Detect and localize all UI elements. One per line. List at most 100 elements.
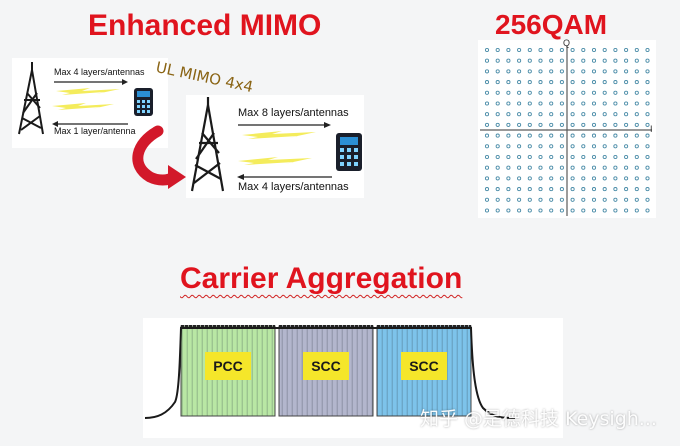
cell-tower-icon	[190, 97, 225, 192]
constellation-point	[624, 80, 629, 85]
constellation-point	[581, 101, 586, 106]
constellation-point	[495, 197, 500, 202]
constellation-point	[538, 176, 543, 181]
constellation-point	[506, 154, 511, 160]
ca-title-text: Carrier Aggregation	[180, 262, 463, 295]
constellation-point	[527, 176, 532, 181]
constellation-point	[517, 90, 522, 95]
constellation-point	[559, 208, 564, 213]
constellation-point	[613, 208, 618, 213]
uplink-diagram	[190, 97, 362, 192]
constellation-point	[517, 69, 522, 74]
constellation-point	[549, 176, 554, 181]
constellation-point	[495, 80, 500, 85]
constellation-point	[495, 58, 500, 63]
constellation-point	[484, 176, 490, 181]
constellation-point	[591, 101, 597, 106]
constellation-point	[634, 208, 639, 213]
constellation-point	[484, 122, 490, 127]
constellation-point	[549, 122, 554, 127]
constellation-point	[549, 197, 554, 202]
constellation-point	[602, 69, 607, 74]
constellation-point	[559, 165, 564, 170]
constellation-point	[602, 144, 607, 149]
constellation-point	[591, 197, 597, 202]
carrier-label-scc: SCC	[303, 352, 349, 380]
constellation-point	[484, 90, 490, 95]
constellation-point	[549, 165, 554, 170]
constellation-point	[613, 69, 618, 74]
constellation-point	[484, 101, 490, 106]
constellation-point	[613, 90, 618, 95]
constellation-point	[591, 187, 597, 192]
constellation-point	[602, 90, 607, 95]
constellation-point	[634, 187, 639, 192]
constellation-point	[634, 176, 639, 181]
constellation-point	[506, 187, 511, 192]
constellation-point	[570, 154, 575, 160]
constellation-point	[538, 165, 543, 170]
ul-bottom-arrow-label: Max 4 layers/antennas	[238, 181, 349, 193]
constellation-point	[570, 122, 575, 127]
constellation-point	[495, 69, 500, 74]
constellation-point	[506, 112, 511, 117]
constellation-point	[549, 208, 554, 213]
constellation-point	[527, 112, 532, 117]
carriers-diagram	[144, 325, 516, 419]
constellation-point	[570, 112, 575, 117]
constellation-point	[591, 176, 597, 181]
constellation-point	[581, 58, 586, 63]
constellation-point	[624, 154, 629, 160]
constellation-point	[581, 208, 586, 213]
constellation-point	[495, 154, 500, 160]
constellation-point	[602, 187, 607, 192]
cell-tower-icon	[18, 62, 44, 135]
constellation-point	[495, 144, 500, 149]
constellation-point	[602, 208, 607, 213]
constellation-point	[591, 122, 597, 127]
constellation-point	[506, 197, 511, 202]
constellation-point	[549, 112, 554, 117]
constellation-point	[581, 197, 586, 202]
constellation-point	[527, 187, 532, 192]
constellation-point	[484, 154, 490, 160]
constellation-point	[538, 47, 543, 53]
constellation-point	[645, 165, 650, 170]
constellation-point	[549, 80, 554, 85]
constellation-point	[538, 101, 543, 106]
constellation-point	[634, 47, 639, 53]
constellation-point	[645, 69, 650, 74]
constellation-point	[634, 154, 639, 160]
constellation-point	[602, 112, 607, 117]
constellation-point	[613, 197, 618, 202]
constellation-point	[559, 176, 564, 181]
i-axis-label: I	[650, 124, 653, 134]
constellation-point	[581, 112, 586, 117]
constellation-point	[538, 90, 543, 95]
constellation-point	[581, 187, 586, 192]
constellation-point	[613, 101, 618, 106]
constellation-point	[570, 69, 575, 74]
constellation-point	[645, 144, 650, 149]
constellation-point	[517, 58, 522, 63]
constellation-point	[570, 47, 575, 53]
constellation-point	[484, 208, 490, 213]
constellation-point	[495, 112, 500, 117]
constellation-point	[538, 69, 543, 74]
constellation-point	[549, 101, 554, 106]
constellation-point	[602, 176, 607, 181]
constellation-point	[517, 101, 522, 106]
constellation-point	[484, 80, 490, 85]
constellation-point	[506, 122, 511, 127]
downlink-mimo-panel: Max 4 layers/antennas Max 1 layer/antenn…	[12, 58, 168, 148]
constellation-point	[634, 58, 639, 63]
constellation-point	[484, 187, 490, 192]
constellation-point	[559, 197, 564, 202]
constellation-point	[581, 165, 586, 170]
constellation-point	[634, 101, 639, 106]
constellation-point	[570, 165, 575, 170]
constellation-point	[613, 187, 618, 192]
constellation-point	[613, 144, 618, 149]
constellation-point	[549, 187, 554, 192]
constellation-point	[634, 69, 639, 74]
